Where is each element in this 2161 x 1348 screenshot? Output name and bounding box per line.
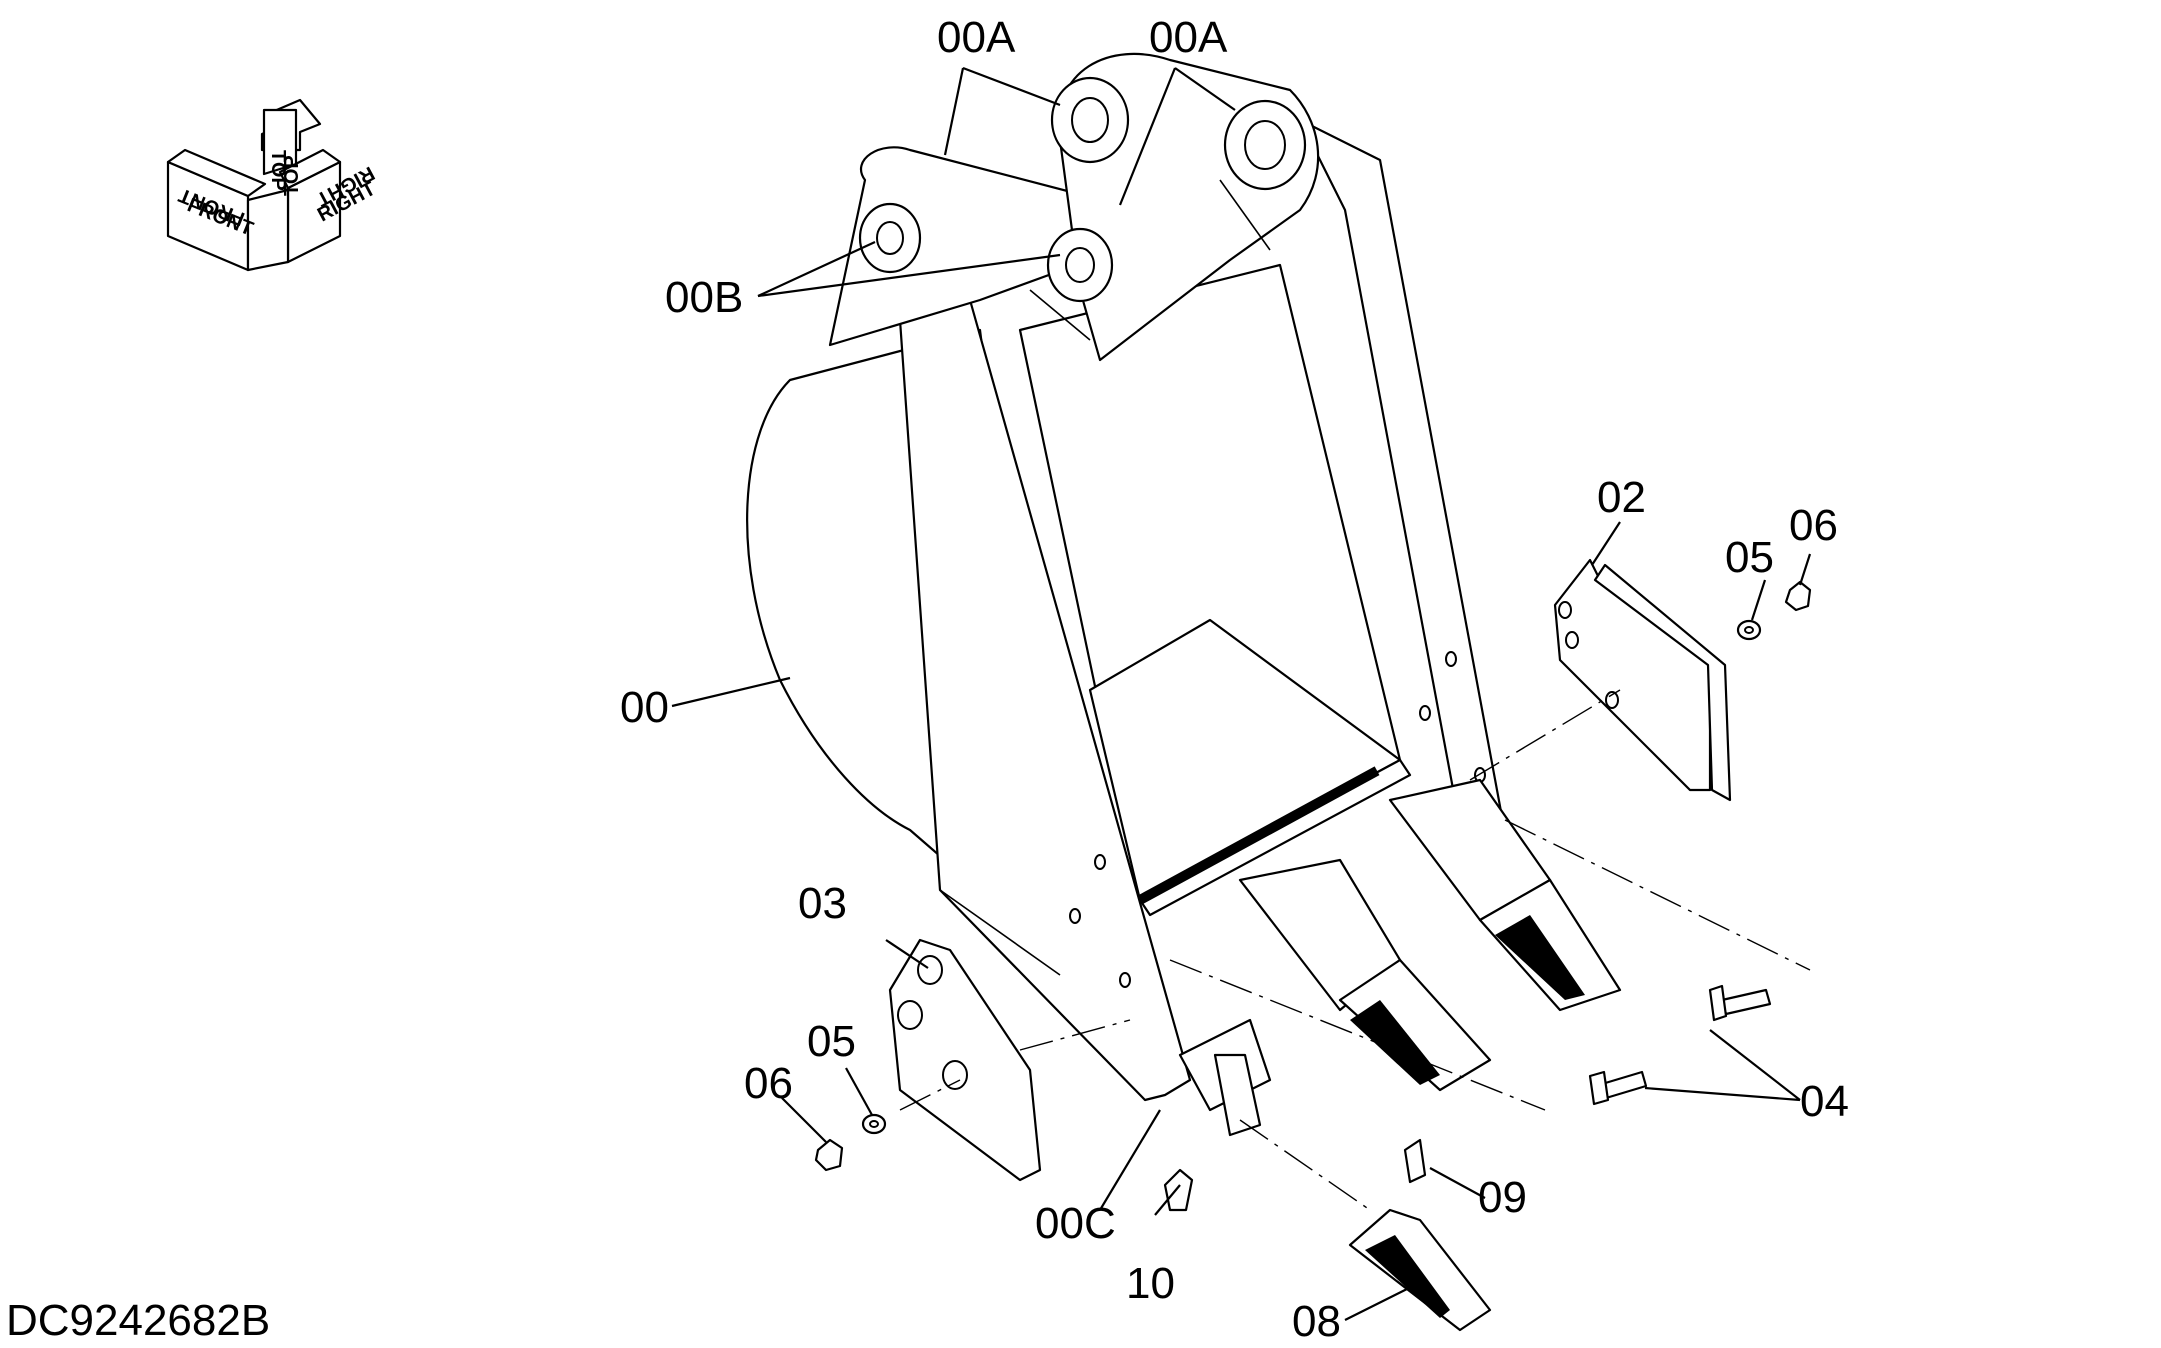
callout-00: 00 xyxy=(620,683,669,732)
callout-05-left: 05 xyxy=(807,1017,856,1066)
callout-06-left: 06 xyxy=(744,1059,793,1108)
callout-08: 08 xyxy=(1292,1297,1341,1346)
callout-00B: 00B xyxy=(665,273,743,322)
bucket-teeth xyxy=(1338,878,1622,1092)
callout-02: 02 xyxy=(1597,473,1646,522)
loose-tooth-parts xyxy=(1163,1053,1492,1332)
side-cutter-03 xyxy=(888,938,1042,1182)
orientation-indicator: FRONT FRONT TOP TOP RIGHT RIGHT xyxy=(166,98,379,272)
callout-00C: 00C xyxy=(1035,1199,1116,1248)
callout-09: 09 xyxy=(1478,1173,1527,1222)
callout-00A-right: 00A xyxy=(1149,13,1228,62)
callout-04: 04 xyxy=(1800,1077,1849,1126)
callout-03: 03 xyxy=(798,879,847,928)
drawing-code: DC9242682B xyxy=(6,1296,271,1345)
orientation-top-label-mirror: TOP xyxy=(281,155,303,196)
side-cutter-02 xyxy=(1553,558,1732,802)
callout-10: 10 xyxy=(1126,1259,1175,1308)
orientation-top-label: TOP xyxy=(267,150,289,191)
assembly-lines xyxy=(899,689,1811,1211)
callout-00A-left: 00A xyxy=(937,13,1016,62)
callout-labels: 00A 00A 00B 00 02 05 06 03 05 06 04 00C … xyxy=(620,13,1849,1346)
callout-05-right: 05 xyxy=(1725,533,1774,582)
fasteners xyxy=(814,580,1812,1172)
bucket-body xyxy=(746,52,1552,1112)
callout-06-right: 06 xyxy=(1789,501,1838,550)
leader-lines xyxy=(671,66,1812,1321)
